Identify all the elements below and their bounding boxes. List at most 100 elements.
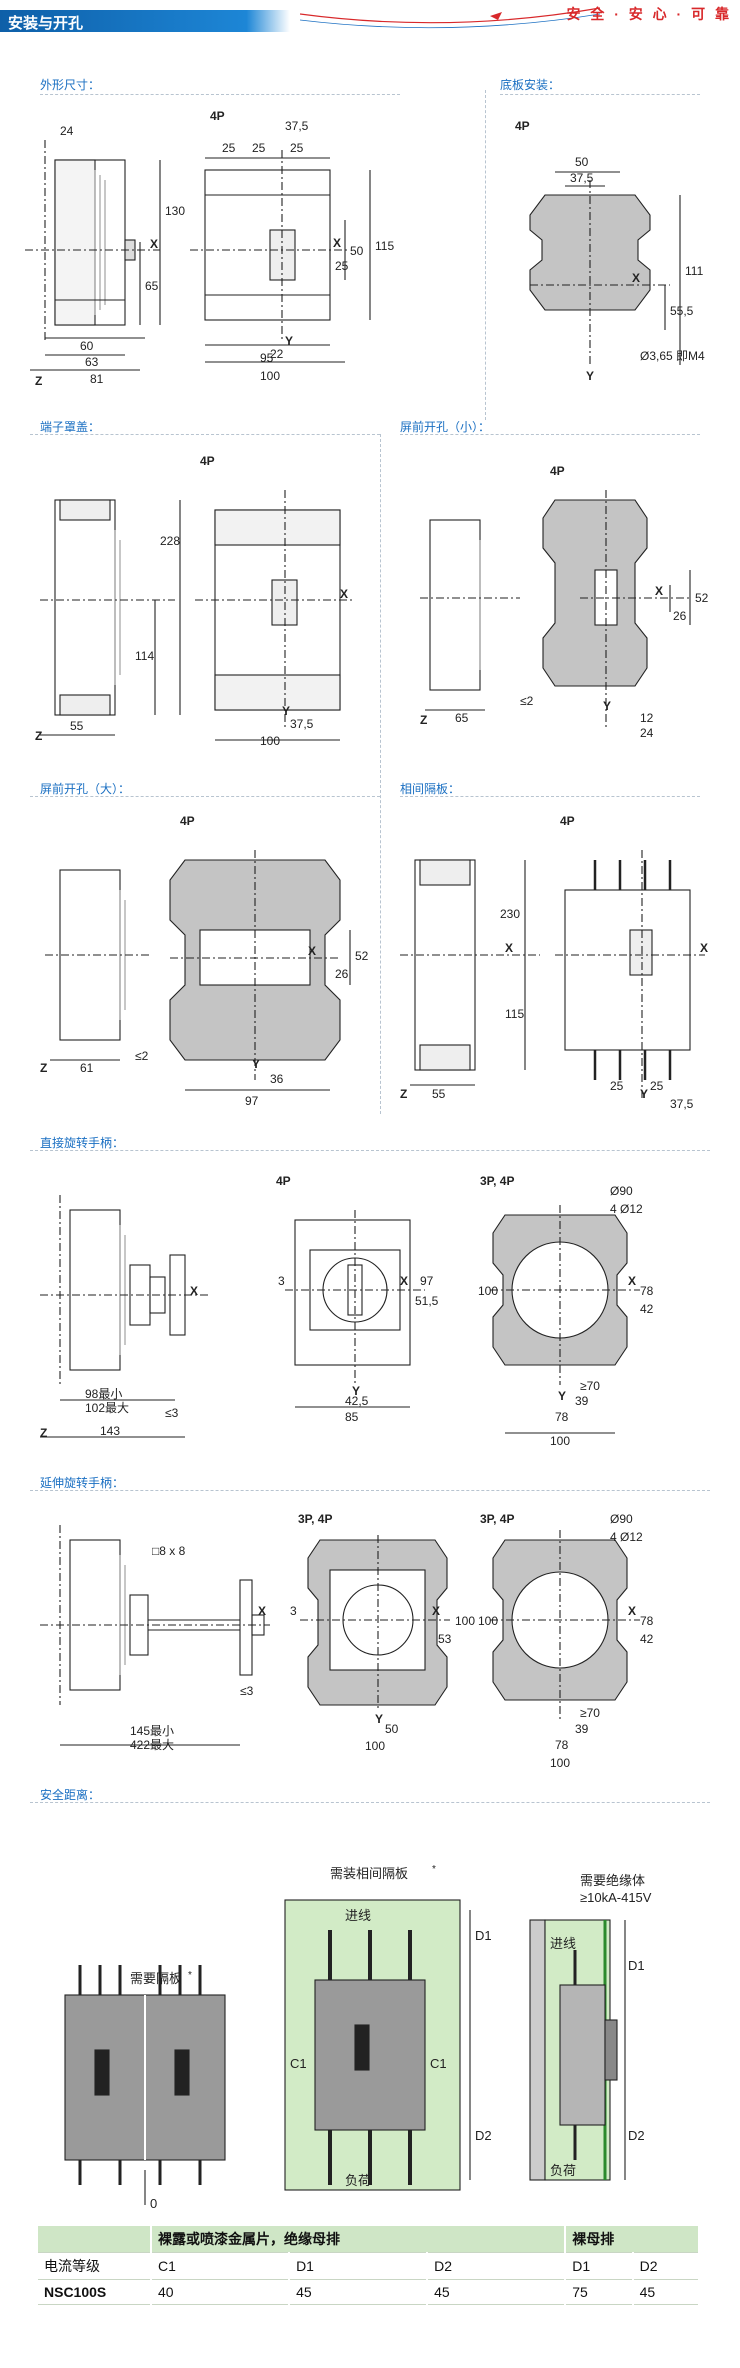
dimension-label: 95	[260, 351, 274, 365]
dimension-label: 55,5	[670, 304, 694, 318]
dimension-label: 42	[640, 1632, 654, 1646]
dimension-label: 50	[385, 1722, 399, 1736]
dimension-label: X	[505, 941, 513, 955]
brand-slogan: 安 全 · 安 心 · 可 靠	[566, 6, 732, 22]
dimension-label: 进线	[345, 1908, 371, 1923]
table-group-bare: 裸母排	[564, 2226, 698, 2253]
dimension-label: 26	[673, 609, 687, 623]
dimension-label: X	[340, 587, 348, 601]
dimension-label: D1	[475, 1928, 492, 1943]
table-group-insulated: 裸露或喷漆金属片，绝缘母排	[149, 2226, 566, 2253]
large-cutout-drawings: 4P 4P 61 Z ≤2 X Y 52 26 36 97 230 115 X …	[40, 814, 708, 1111]
dimension-label: 114	[135, 649, 154, 663]
dimension-label: 25	[252, 141, 266, 155]
dimension-label: 4 Ø12	[610, 1530, 643, 1544]
dimension-label: 4P	[550, 464, 565, 478]
dimension-label: 负荷	[550, 2163, 576, 2178]
dimension-label: 3	[278, 1274, 285, 1288]
dimension-label: 100	[455, 1614, 475, 1628]
dimension-label: D2	[475, 2128, 492, 2143]
section-panel-cut-large: 屏前开孔（大）：	[40, 782, 131, 796]
safety-distance-table: 裸露或喷漆金属片，绝缘母排 裸母排 电流等级 C1 D1 D2 D1 D2 NS…	[38, 2226, 698, 2305]
dimension-label: 97	[420, 1274, 434, 1288]
dimension-label: 36	[270, 1072, 284, 1086]
dimension-label: X	[628, 1274, 636, 1288]
dimension-label: 24	[640, 726, 654, 740]
section-safety: 安全距离：	[40, 1788, 101, 1802]
dimension-label: Y	[282, 704, 290, 718]
dimension-label: 50	[575, 155, 589, 169]
dimension-label: X	[150, 237, 158, 251]
dimension-label: 4 Ø12	[610, 1202, 643, 1216]
dimension-label: 52	[355, 949, 369, 963]
section-panel-cut-small: 屏前开孔（小）：	[400, 420, 491, 434]
table-row: NSC100S 40 45 45 75 45	[38, 2279, 698, 2305]
dimension-label: 97	[245, 1094, 259, 1108]
dimension-label: Ø90	[610, 1512, 633, 1526]
divider	[400, 796, 700, 797]
dimension-label: Z	[420, 713, 427, 727]
dimension-label: 25	[222, 141, 236, 155]
dimension-label: 3P, 4P	[480, 1174, 514, 1188]
dimension-label: □8 x 8	[152, 1544, 186, 1558]
dimension-label: Y	[603, 699, 611, 713]
dimension-label: 100	[550, 1434, 570, 1448]
dimension-label: 3P, 4P	[298, 1512, 332, 1526]
dimension-label: X	[700, 941, 708, 955]
dimension-label: 63	[85, 355, 99, 369]
dimension-label: C1	[430, 2056, 447, 2071]
dimension-label: X	[308, 944, 316, 958]
dimension-label: Y	[640, 1087, 648, 1101]
direct-handle-drawings: 4P 3P, 4P X 98最小 102最大 ≤3 143 Z 3 97 51,…	[40, 1174, 654, 1448]
dimension-label: 61	[80, 1061, 94, 1075]
dimension-label: Z	[40, 1061, 47, 1075]
dimension-label: ≤2	[135, 1049, 149, 1063]
dimension-label: 进线	[550, 1936, 576, 1951]
dimension-label: 42,5	[345, 1394, 369, 1408]
divider-vertical	[485, 90, 486, 420]
section-outline: 外形尺寸：	[40, 78, 101, 92]
dimension-label: 228	[160, 534, 180, 548]
table-row: 电流等级 C1 D1 D2 D1 D2	[38, 2252, 698, 2280]
dimension-label: Z	[35, 729, 42, 743]
dimension-label: X	[632, 271, 640, 285]
dimension-label: 51,5	[415, 1294, 439, 1308]
dimension-label: Y	[285, 334, 293, 348]
dimension-label: 4P	[276, 1174, 291, 1188]
dimension-label: ≥70	[580, 1379, 600, 1393]
dimension-label: 4P	[180, 814, 195, 828]
dimension-label: 37,5	[670, 1097, 694, 1111]
dimension-label: 60	[80, 339, 94, 353]
dimension-label: Y	[352, 1384, 360, 1398]
table-header: 裸露或喷漆金属片，绝缘母排 裸母排	[38, 2226, 698, 2253]
dimension-label: 39	[575, 1722, 589, 1736]
dimension-label: 3P, 4P	[480, 1512, 514, 1526]
dimension-label: 100	[478, 1614, 498, 1628]
dimension-label: 0	[150, 2196, 157, 2210]
dimension-label: 需装相间隔板	[330, 1866, 408, 1881]
dimension-label: ≤2	[520, 694, 534, 708]
dimension-label: ≥10kA-415V	[580, 1890, 652, 1905]
dimension-label: 4P	[560, 814, 575, 828]
dimension-label: X	[400, 1274, 408, 1288]
dimension-label: ≤3	[240, 1684, 254, 1698]
subtitle: 4P	[210, 109, 225, 123]
dimension-label: 52	[695, 591, 709, 605]
section-terminal-cover: 端子罩盖：	[40, 420, 101, 434]
dimension-label: 100	[260, 734, 280, 748]
dimension-label: 78	[640, 1284, 654, 1298]
dimension-label: 115	[375, 239, 394, 253]
dimension-label: 81	[90, 372, 104, 386]
subtitle: 4P	[515, 119, 530, 133]
terminal-cover-drawings: 4P 4P 228 114 55 Z X Y 37,5 100 65 ≤2 Z …	[35, 454, 709, 748]
dimension-label: X	[258, 1604, 266, 1618]
dimension-label: Y	[558, 1389, 566, 1403]
dimension-label: ≥70	[580, 1706, 600, 1720]
dimension-label: 102最大	[85, 1401, 129, 1415]
dimension-label: Y	[375, 1712, 383, 1726]
dimension-label: 98最小	[85, 1387, 122, 1401]
header-decoration	[300, 7, 600, 29]
dimension-label: X	[333, 236, 341, 250]
dimension-label: 24	[60, 124, 74, 138]
dimension-label: 负荷	[345, 2173, 371, 2188]
